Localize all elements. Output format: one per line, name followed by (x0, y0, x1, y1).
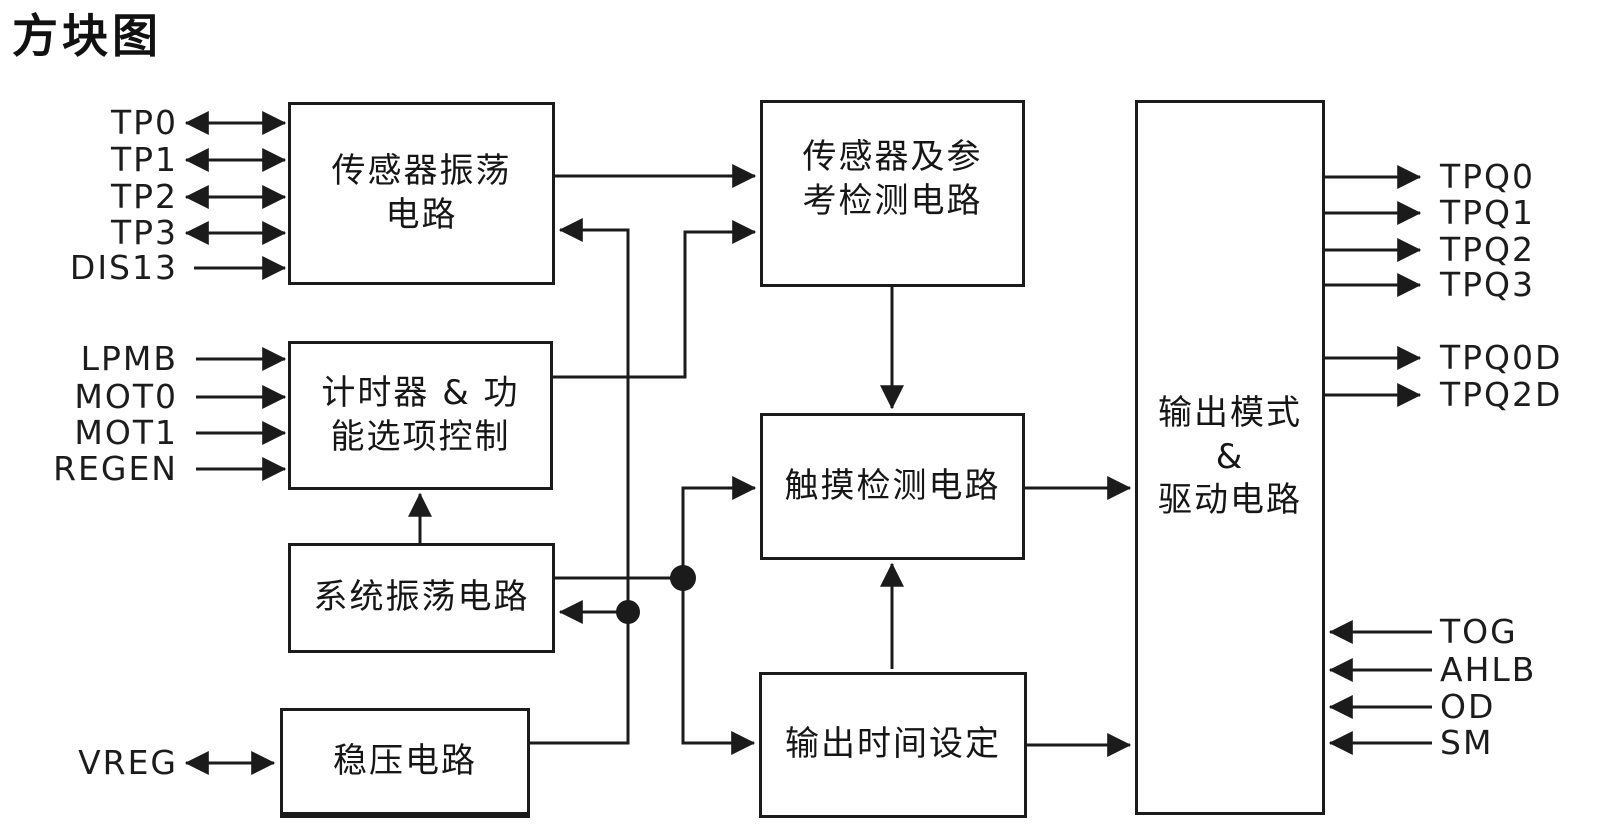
wire-sysosc-to-outtime (681, 578, 756, 755)
block-timer-function-control-label: 计时器 & 功 能选项控制 (321, 372, 520, 457)
pin-label-tpq3: TPQ3 (1440, 265, 1536, 304)
pin-label-vreg: VREG (78, 743, 178, 782)
pin-label-mot1: MOT1 (74, 413, 178, 452)
block-voltage-regulator-label: 稳压电路 (333, 740, 477, 781)
pin-label-ahlb: AHLB (1440, 650, 1537, 689)
block-sensor-reference-detect-label: 传感器及参 考检测电路 (802, 136, 983, 221)
block-sensor-reference-detect: 传感器及参 考检测电路 (760, 100, 1025, 287)
pin-label-tp3: TP3 (110, 213, 178, 252)
pin-label-mot0: MOT0 (74, 377, 178, 416)
block-sensor-oscillator: 传感器振荡 电路 (288, 102, 555, 285)
pin-label-tpq0d: TPQ0D (1440, 338, 1563, 377)
pin-label-tpq0: TPQ0 (1440, 157, 1536, 196)
block-timer-function-control: 计时器 & 功 能选项控制 (288, 341, 553, 490)
pin-label-lpmb: LPMB (80, 339, 178, 378)
pin-label-regen: REGEN (53, 449, 178, 488)
junction-dot (670, 565, 696, 591)
pin-label-tpq1: TPQ1 (1440, 193, 1536, 232)
page-title: 方块图 (12, 9, 162, 63)
junction-dot (616, 600, 640, 624)
block-output-mode-driver: 输出模式 & 驱动电路 (1135, 100, 1325, 815)
block-voltage-regulator: 稳压电路 (280, 708, 530, 818)
pin-label-tp1: TP1 (110, 140, 178, 179)
block-sensor-oscillator-label: 传感器振荡 电路 (331, 150, 512, 235)
block-output-time-setting-label: 输出时间设定 (785, 724, 1001, 765)
pin-label-tp2: TP2 (110, 177, 178, 216)
pin-label-od: OD (1440, 687, 1496, 726)
block-system-oscillator-label: 系统振荡电路 (313, 577, 530, 618)
pin-label-sm: SM (1440, 723, 1494, 762)
pin-label-tpq2d: TPQ2D (1440, 375, 1563, 414)
block-output-mode-driver-label: 输出模式 & 驱动电路 (1158, 393, 1302, 521)
wire-sysosc-to-touch (555, 476, 757, 580)
pin-label-tog: TOG (1440, 612, 1518, 651)
pin-label-tpq2: TPQ2 (1440, 230, 1536, 269)
block-touch-detect: 触摸检测电路 (760, 413, 1025, 560)
block-system-oscillator: 系统振荡电路 (288, 543, 555, 653)
block-touch-detect-label: 触摸检测电路 (784, 465, 1001, 506)
block-output-time-setting: 输出时间设定 (759, 672, 1027, 818)
pin-label-dis13: DIS13 (69, 248, 178, 287)
pin-label-tp0: TP0 (110, 103, 178, 142)
wire-timer-to-sensorref (553, 220, 757, 379)
